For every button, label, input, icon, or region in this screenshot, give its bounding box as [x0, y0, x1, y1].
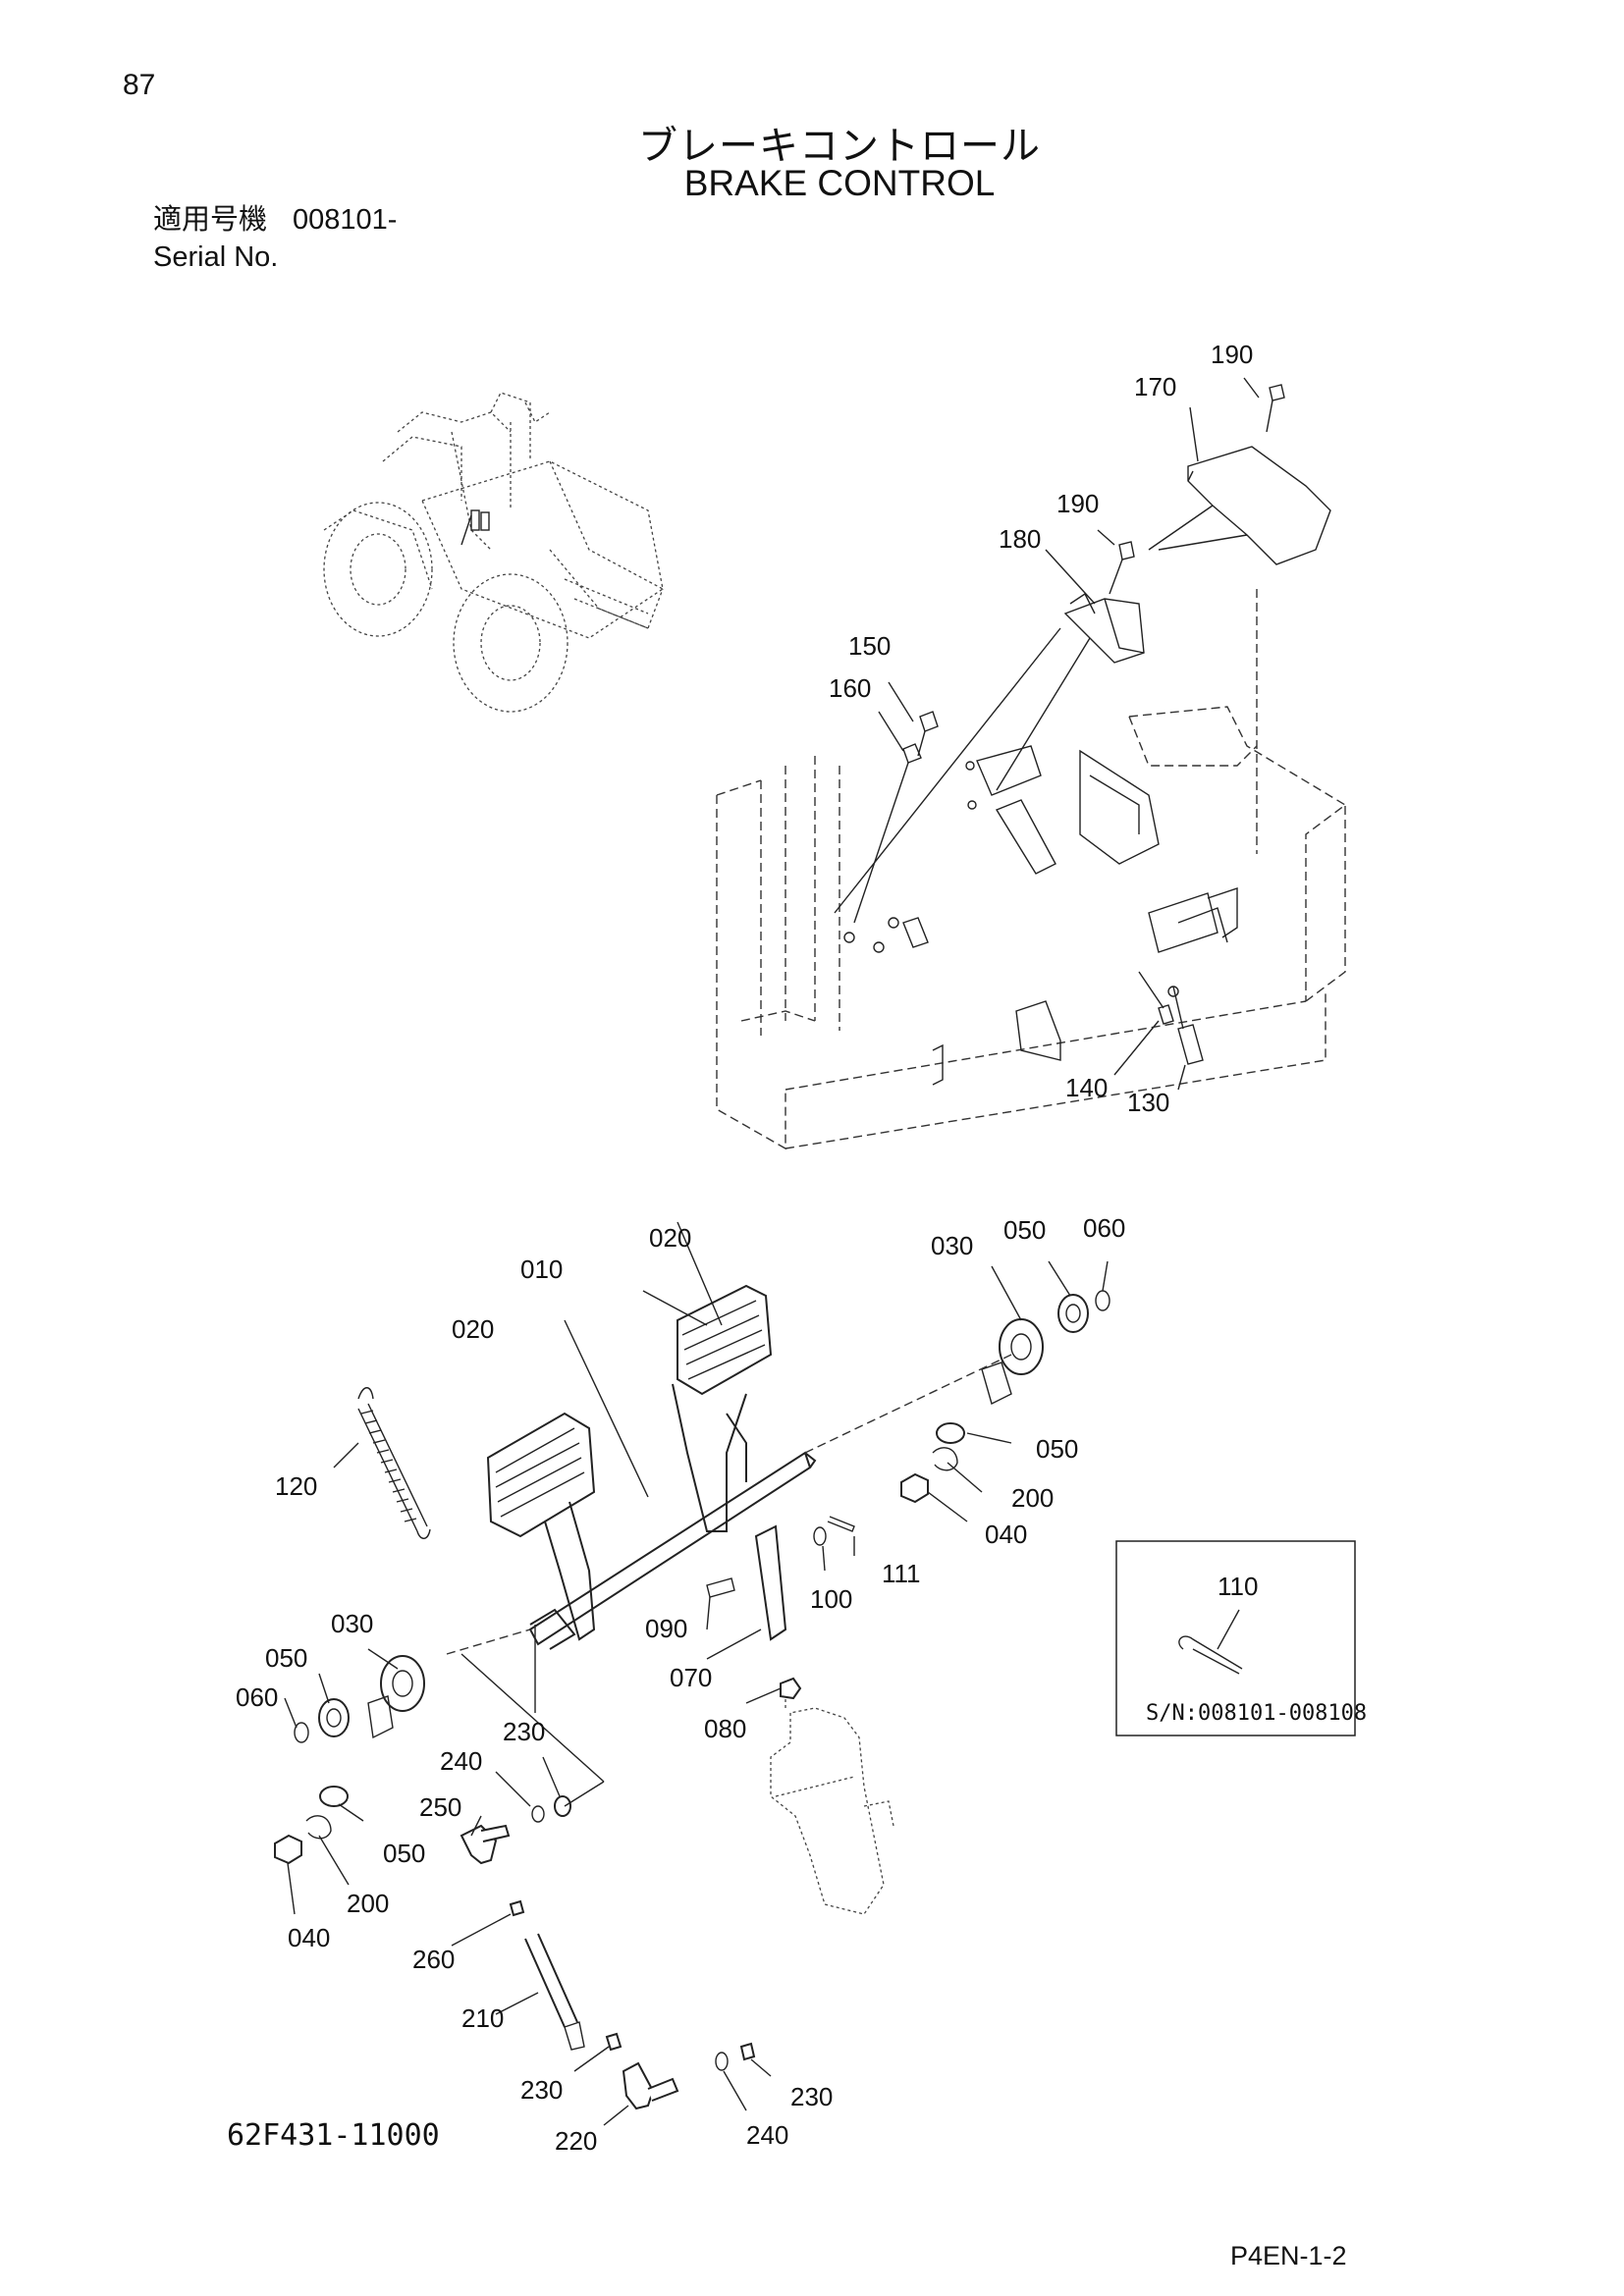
callout-240: 240 — [746, 2120, 788, 2150]
callout-200: 200 — [347, 1889, 389, 1918]
callout-090: 090 — [645, 1614, 687, 1643]
serial-value: 008101- — [293, 204, 398, 236]
callout-260: 260 — [412, 1945, 455, 1974]
callout-210: 210 — [461, 2003, 504, 2033]
callout-080: 080 — [704, 1714, 746, 1743]
callout-040: 040 — [288, 1923, 330, 1952]
inset-part-110: 110 S/N:008101-008108 — [1115, 1540, 1367, 1736]
callout-240: 240 — [440, 1746, 482, 1776]
page-number: 87 — [123, 69, 156, 101]
callout-140: 140 — [1065, 1073, 1108, 1102]
tractor-location-thumbnail — [323, 392, 664, 713]
callout-200: 200 — [1011, 1483, 1054, 1513]
inset-callout-110: 110 — [1218, 1572, 1258, 1601]
part-150-160-bolt-nut — [853, 711, 939, 924]
title-english: BRAKE CONTROL — [683, 163, 996, 203]
callout-070: 070 — [670, 1663, 712, 1692]
callout-120: 120 — [275, 1471, 317, 1501]
serial-number-block: 適用号機 008101- Serial No. — [153, 201, 397, 276]
callout-020: 020 — [452, 1314, 494, 1344]
callout-050: 050 — [1036, 1434, 1078, 1464]
callout-160: 160 — [829, 673, 871, 703]
brake-pedal-assembly — [274, 377, 1260, 2126]
title-japanese: ブレーキコントロール — [638, 125, 1041, 168]
master-cylinder — [770, 1683, 894, 1915]
callout-040: 040 — [985, 1520, 1027, 1549]
part-190-bolts — [1109, 384, 1285, 595]
callout-190: 190 — [1211, 340, 1253, 369]
part-030-left-bushing — [380, 1655, 425, 1712]
callout-111: 111 — [882, 1559, 921, 1588]
floor-frame-assembly — [716, 384, 1346, 1150]
document-code: 62F431-11000 — [227, 2118, 440, 2153]
callout-030: 030 — [931, 1231, 973, 1260]
callout-170: 170 — [1134, 372, 1176, 401]
callout-250: 250 — [419, 1792, 461, 1822]
page-reference: P4EN-1-2 — [1230, 2241, 1347, 2270]
inset-frame — [1115, 1540, 1356, 1736]
callout-020: 020 — [649, 1223, 691, 1253]
callout-100: 100 — [810, 1584, 852, 1614]
part-130-140-bolts — [1138, 971, 1204, 1065]
part-020-right-pedal-pad — [677, 1284, 773, 1396]
callout-030: 030 — [331, 1609, 373, 1638]
part-120-spring — [357, 1387, 431, 1539]
callout-230: 230 — [790, 2082, 833, 2111]
callout-050: 050 — [265, 1643, 307, 1673]
callout-050: 050 — [383, 1839, 425, 1868]
callout-130: 130 — [1127, 1088, 1169, 1117]
part-020-left-pedal-pad — [486, 1412, 596, 1538]
callout-060: 060 — [236, 1682, 278, 1712]
part-070-arm — [754, 1524, 787, 1641]
part-030-right-bushing — [999, 1318, 1044, 1375]
callout-060: 060 — [1083, 1213, 1125, 1243]
callout-230: 230 — [520, 2075, 563, 2105]
serial-label-en: Serial No. — [153, 241, 279, 273]
callout-180: 180 — [999, 524, 1041, 554]
callout-010: 010 — [520, 1255, 563, 1284]
callout-190: 190 — [1056, 489, 1099, 518]
callout-050: 050 — [1003, 1215, 1046, 1245]
part-170-cover-plate — [1187, 446, 1331, 565]
callout-230: 230 — [503, 1717, 545, 1746]
serial-label-ja: 適用号機 — [153, 204, 268, 236]
inset-serial-range: S/N:008101-008108 — [1146, 1701, 1367, 1726]
callout-labels: 190 170 190 180 150 160 140 130 020 010 … — [236, 340, 1253, 2156]
callout-150: 150 — [848, 631, 891, 661]
callout-220: 220 — [555, 2126, 597, 2156]
